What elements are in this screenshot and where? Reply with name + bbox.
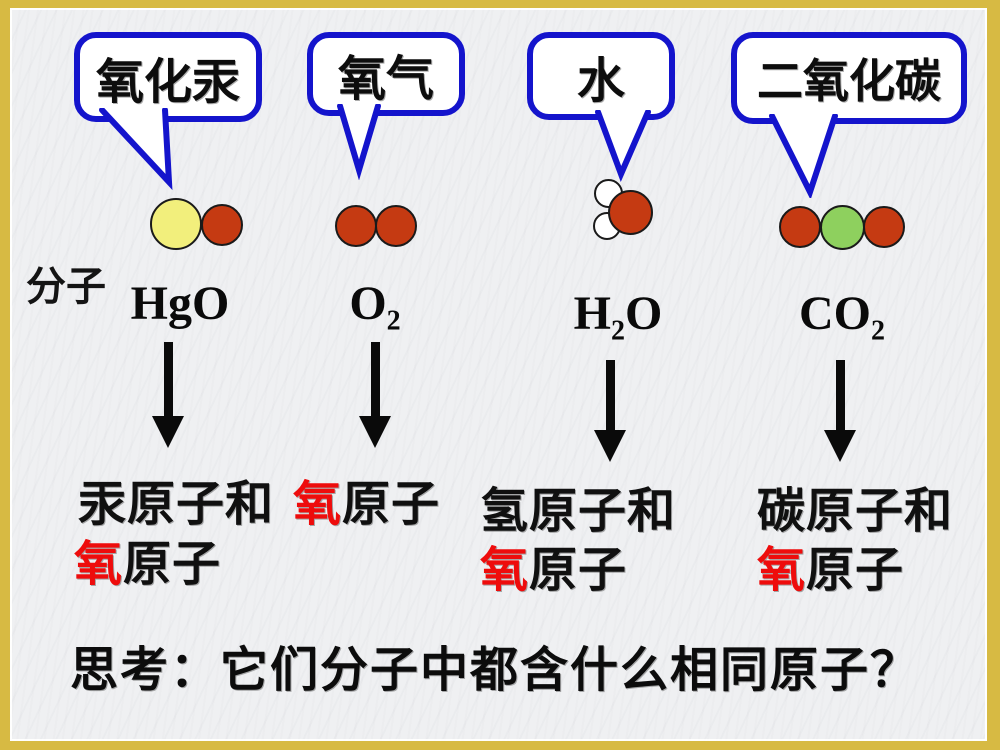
speech-bubble-label: 氧化汞 [95, 56, 240, 109]
speech-bubble-carbon-dioxide: 二氧化碳 [731, 32, 967, 124]
speech-bubble-label: 氧气 [337, 53, 434, 106]
atoms-label-line: 氧原子 [757, 544, 905, 597]
arrow-head-icon [359, 416, 391, 448]
speech-bubble-label: 水 [576, 55, 625, 108]
atoms-label-line: 氧原子 [293, 478, 441, 531]
formula-hgo: HgO [130, 277, 230, 330]
mercury-atom [150, 198, 202, 250]
speech-bubble-oxygen-gas: 氧气 [307, 32, 465, 116]
oxygen-atom [779, 206, 821, 248]
down-arrow [824, 360, 856, 462]
arrow-head-icon [594, 430, 626, 462]
carbon-atom [820, 205, 865, 250]
atoms-label-line: 汞原子和 [78, 478, 275, 531]
bubble-tail-icon [595, 110, 651, 182]
bubble-tail-icon [769, 114, 838, 198]
arrow-head-icon [152, 416, 184, 448]
molecule-row-label: 分子 [26, 264, 106, 309]
down-arrow [594, 360, 626, 462]
down-arrow [359, 342, 391, 448]
oxygen-atom [201, 204, 243, 246]
atoms-label-line: 氢原子和 [480, 485, 677, 538]
down-arrow [152, 342, 184, 448]
speech-bubble-mercury-oxide: 氧化汞 [74, 32, 262, 122]
atoms-label-line: 碳原子和 [757, 485, 954, 538]
oxygen-atom [335, 205, 377, 247]
arrow-head-icon [824, 430, 856, 462]
question-text: 思考：它们分子中都含什么相同原子？ [70, 644, 921, 697]
atoms-label-line: 氧原子 [74, 538, 222, 591]
speech-bubble-label: 二氧化碳 [757, 55, 941, 107]
formula-h2o: H2O [573, 287, 663, 347]
formula-o2: O2 [349, 277, 401, 337]
oxygen-atom [608, 190, 653, 235]
atoms-label-line: 氧原子 [480, 544, 628, 597]
speech-bubble-water: 水 [527, 32, 675, 120]
oxygen-atom [863, 206, 905, 248]
formula-co2: CO2 [799, 287, 885, 347]
oxygen-atom [375, 205, 417, 247]
